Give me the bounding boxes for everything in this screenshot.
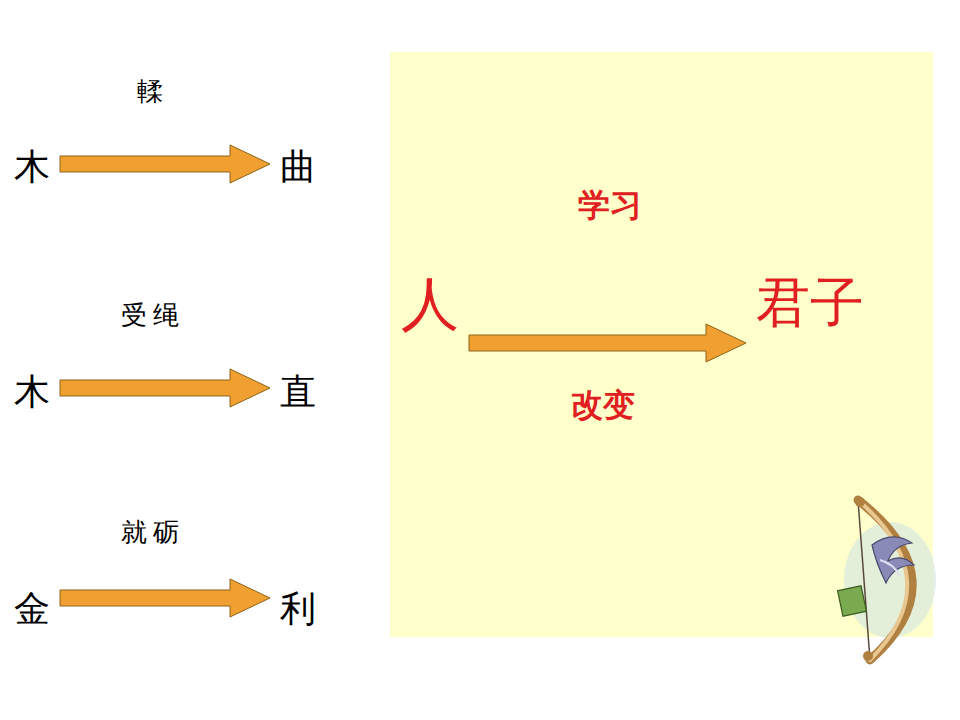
edge-label: 就 砺 <box>121 518 180 548</box>
text-node: 曲 <box>276 145 320 190</box>
edge-label: 学习 <box>578 187 642 224</box>
node-text: 利 <box>280 589 316 630</box>
clip-art-icon <box>838 497 936 661</box>
node-text: 金 <box>14 589 50 630</box>
block-arrow <box>60 369 270 407</box>
edge-label: 受 绳 <box>121 301 180 331</box>
node-text: 君子 <box>756 272 864 334</box>
panel-label: 改变 <box>571 387 635 424</box>
text-node: 君子 <box>752 270 868 336</box>
node-text: 直 <box>280 372 316 413</box>
node-text: 人 <box>401 272 459 339</box>
text-node: 金 <box>10 587 54 632</box>
text-node: 木 <box>10 370 54 415</box>
text-node: 利 <box>276 587 320 632</box>
text-node: 直 <box>276 370 320 415</box>
block-arrow <box>60 145 270 183</box>
node-text: 曲 <box>280 147 316 188</box>
block-arrow <box>469 324 746 362</box>
edge-label: 輮 <box>137 77 163 107</box>
text-node: 木 <box>10 145 54 190</box>
node-text: 木 <box>14 372 50 413</box>
node-text: 木 <box>14 147 50 188</box>
block-arrow <box>60 579 270 617</box>
text-node: 人 <box>397 270 463 341</box>
